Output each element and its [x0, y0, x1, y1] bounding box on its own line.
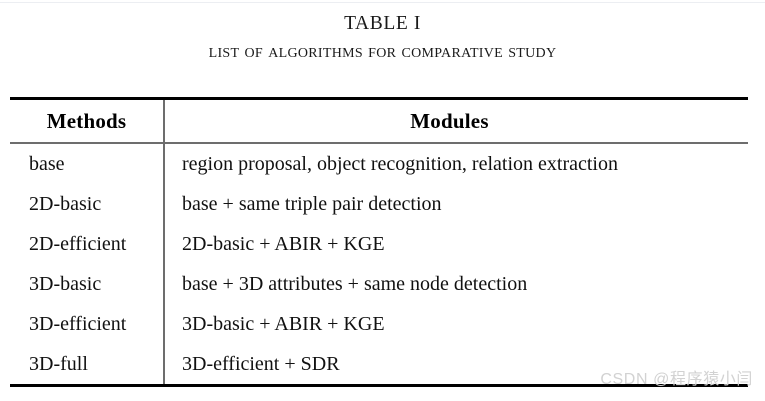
- cell-modules: 2D-basic + ABIR + KGE: [182, 232, 385, 255]
- table-row: 3D-basic base + 3D attributes + same nod…: [10, 264, 748, 304]
- table-header-rule: [10, 142, 748, 144]
- table-header-row: Methods Modules: [10, 100, 748, 142]
- table-top-rule: [10, 97, 748, 100]
- cell-modules: base + 3D attributes + same node detecti…: [182, 272, 528, 295]
- table-body: base region proposal, object recognition…: [10, 144, 748, 384]
- table-row: 2D-efficient 2D-basic + ABIR + KGE: [10, 224, 748, 264]
- table-caption: TABLE I List of Algorithms for Comparati…: [0, 11, 765, 65]
- cell-method: 3D-basic: [29, 272, 102, 295]
- table-row: 2D-basic base + same triple pair detecti…: [10, 184, 748, 224]
- table-number: TABLE I: [344, 13, 421, 34]
- cell-method: 2D-basic: [29, 192, 102, 215]
- column-header-methods: Methods: [46, 108, 127, 133]
- table-row: 3D-full 3D-efficient + SDR: [10, 344, 748, 384]
- table-row: base region proposal, object recognition…: [10, 144, 748, 184]
- table-column-divider: [163, 100, 165, 384]
- column-header-modules: Modules: [410, 108, 489, 133]
- cell-modules: 3D-basic + ABIR + KGE: [182, 312, 385, 335]
- cell-method: 3D-efficient: [29, 312, 127, 335]
- csdn-watermark: CSDN @程序猿小闫: [600, 371, 753, 388]
- cell-modules: 3D-efficient + SDR: [182, 352, 340, 375]
- cell-method: 3D-full: [29, 352, 88, 375]
- cell-method: 2D-efficient: [29, 232, 127, 255]
- comparison-table: Methods Modules base region proposal, ob…: [10, 97, 748, 388]
- page-top-hairline: [0, 2, 765, 3]
- table-bottom-rule: [10, 384, 748, 387]
- cell-modules: region proposal, object recognition, rel…: [182, 152, 618, 175]
- table-title: List of Algorithms for Comparative Study: [208, 41, 557, 62]
- table-row: 3D-efficient 3D-basic + ABIR + KGE: [10, 304, 748, 344]
- cell-method: base: [29, 152, 65, 175]
- cell-modules: base + same triple pair detection: [182, 192, 442, 215]
